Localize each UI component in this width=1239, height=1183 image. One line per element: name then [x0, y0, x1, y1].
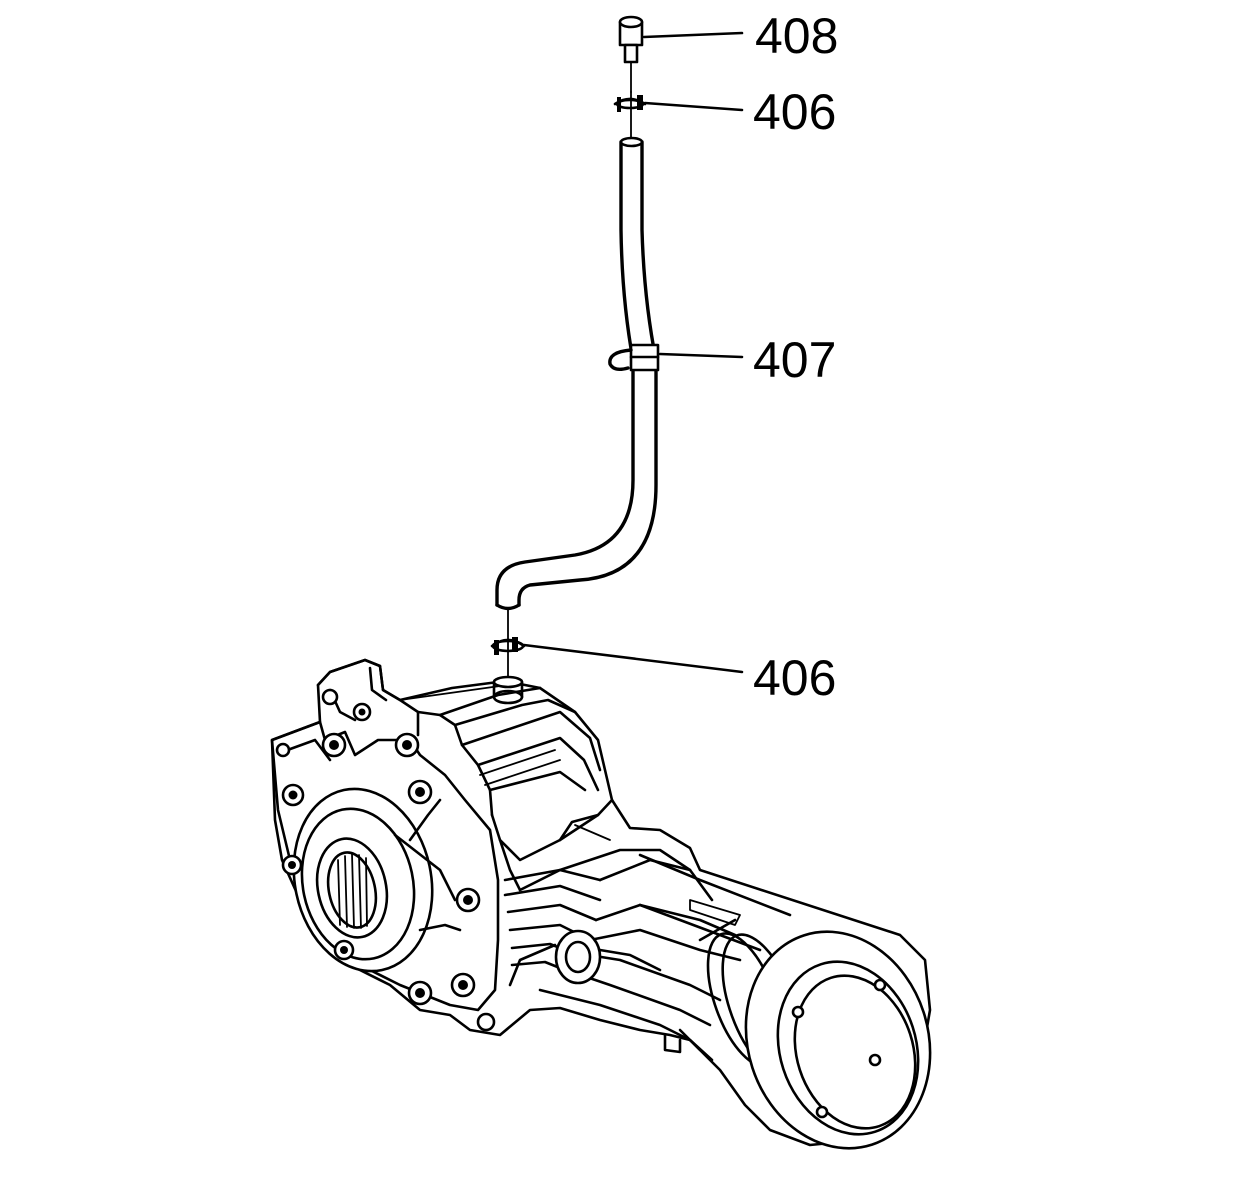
upper-hose-clamp: [613, 91, 647, 141]
differential-housing: [270, 658, 932, 1150]
leader-lines: [522, 31, 744, 674]
vent-cap: [618, 15, 644, 93]
callout-407-label: 407: [753, 332, 836, 388]
callout-406-lower-label: 406: [753, 650, 836, 706]
callout-406-upper-label: 406: [753, 84, 836, 140]
lower-hose-clamp: [490, 637, 526, 655]
callout-labels: 408 406 407 406: [753, 8, 838, 706]
callout-408-label: 408: [755, 8, 838, 64]
hose-clip: [608, 343, 660, 372]
vent-hose: [495, 136, 658, 677]
vent-hose-assembly: [490, 15, 660, 677]
flange-bolts: [281, 702, 481, 1006]
